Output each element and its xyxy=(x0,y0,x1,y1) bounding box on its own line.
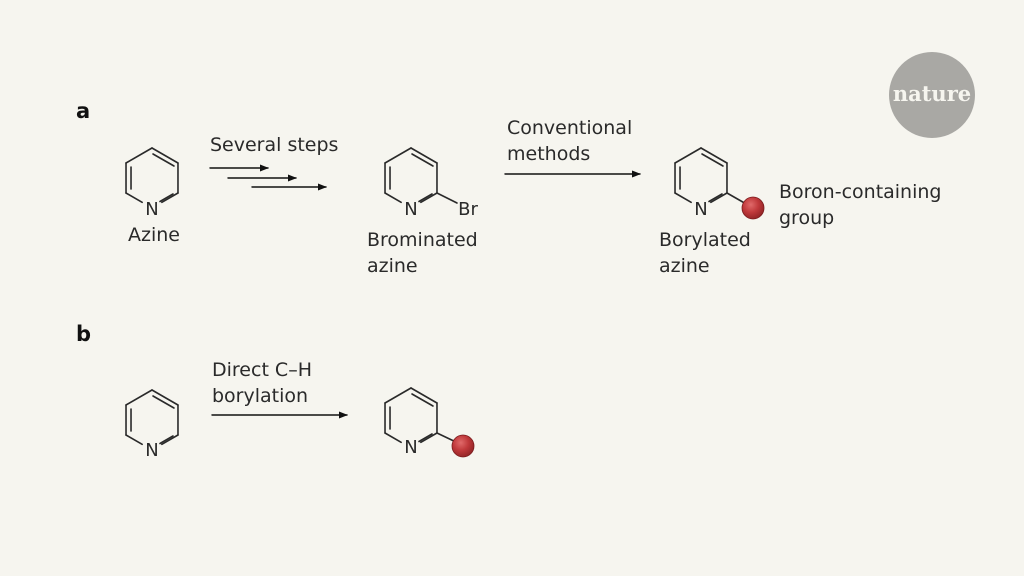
bromine-atom: Br xyxy=(458,199,478,220)
ring-double-bond xyxy=(152,153,175,167)
ring-bond xyxy=(700,147,728,164)
ring-bond xyxy=(384,147,412,164)
nitrogen-atom: N xyxy=(404,437,417,458)
ring-double-bond xyxy=(701,153,724,167)
ring-bond xyxy=(710,192,728,204)
boron-group-ball xyxy=(451,434,475,458)
nitrogen-atom: N xyxy=(145,440,158,461)
brominated-azine-label-2: azine xyxy=(367,255,418,277)
borylated-azine-label-2: azine xyxy=(659,255,710,277)
azine-label: Azine xyxy=(128,224,180,246)
panel-b-label: b xyxy=(76,322,91,346)
nature-logo: nature xyxy=(889,52,975,138)
direct-borylation-label-1: Direct C–H xyxy=(212,359,312,381)
ring-bond xyxy=(125,389,153,406)
ring-double-bond xyxy=(411,153,434,167)
ring-bond xyxy=(420,192,438,204)
several-steps-label: Several steps xyxy=(210,134,338,156)
boron-group-label-1: Boron-containing xyxy=(779,181,941,203)
nitrogen-atom: N xyxy=(145,199,158,220)
ring-bond xyxy=(125,192,143,204)
ring-double-bond xyxy=(418,433,433,443)
ring-double-bond xyxy=(152,395,175,409)
boron-group-ball xyxy=(741,196,765,220)
ring-bond xyxy=(410,147,438,164)
nitrogen-atom: N xyxy=(694,199,707,220)
ring-bond xyxy=(384,192,402,204)
ring-bond xyxy=(151,147,179,164)
nitrogen-atom: N xyxy=(404,199,417,220)
ring-bond xyxy=(410,387,438,404)
ring-double-bond xyxy=(159,435,174,445)
ring-bond xyxy=(384,432,402,444)
ring-bond xyxy=(151,389,179,406)
ring-bond xyxy=(384,387,412,404)
borylated-azine-label-1: Borylated xyxy=(659,229,751,251)
bromine-bond xyxy=(436,192,458,204)
conventional-methods-label-2: methods xyxy=(507,143,590,165)
ring-bond xyxy=(125,434,143,446)
ring-double-bond xyxy=(411,393,434,407)
logo-text: nature xyxy=(893,81,971,106)
ring-bond xyxy=(674,147,702,164)
direct-borylation-label-2: borylation xyxy=(212,385,308,407)
ring-bond xyxy=(125,147,153,164)
panel-a-label: a xyxy=(76,99,90,123)
brominated-azine-label-1: Brominated xyxy=(367,229,478,251)
boron-group-label-2: group xyxy=(779,207,834,229)
conventional-methods-label-1: Conventional xyxy=(507,117,632,139)
ring-bond xyxy=(420,432,438,444)
ring-double-bond xyxy=(159,193,174,203)
ring-double-bond xyxy=(418,193,433,203)
ring-bond xyxy=(674,192,692,204)
ring-double-bond xyxy=(708,193,723,203)
ring-bond xyxy=(161,434,179,446)
ring-bond xyxy=(161,192,179,204)
